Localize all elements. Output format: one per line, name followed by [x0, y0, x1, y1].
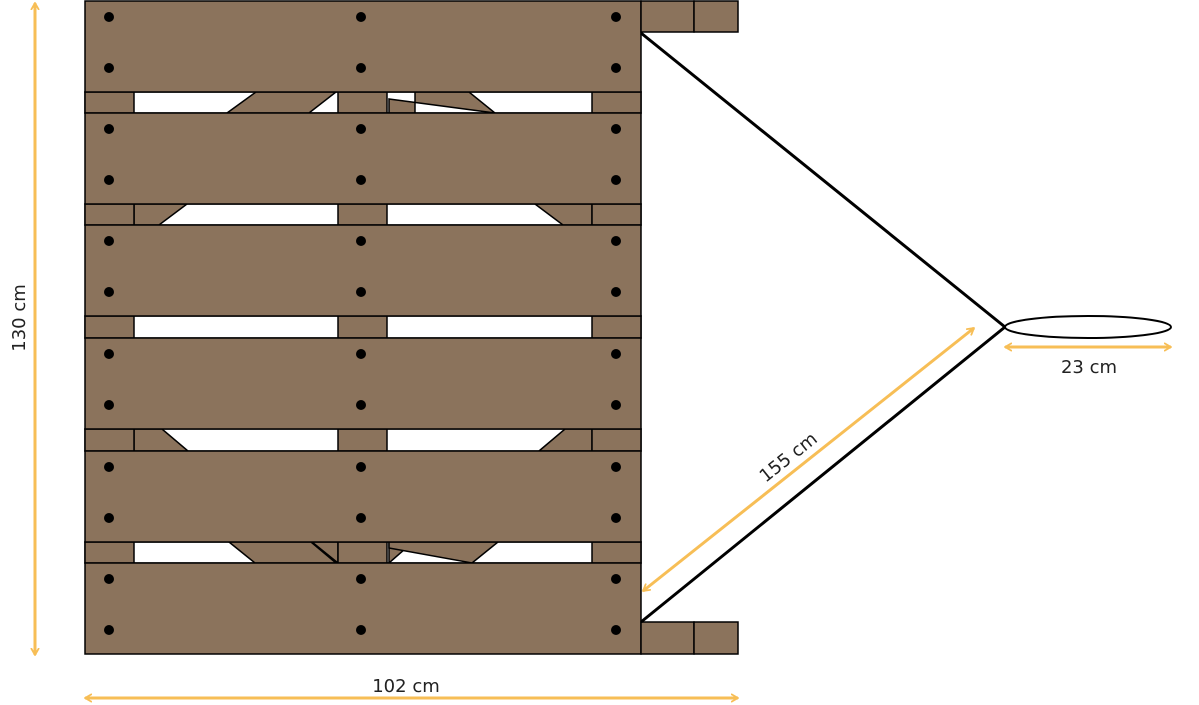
stringer-block	[337, 315, 388, 339]
nail	[356, 513, 366, 523]
dimension-width: 102 cm	[84, 676, 739, 703]
pallet	[84, 0, 642, 655]
nail	[104, 574, 114, 584]
rope-lower-segment	[640, 325, 1006, 624]
nail	[611, 175, 621, 185]
nail	[611, 124, 621, 134]
nail	[356, 124, 366, 134]
stringer-block	[337, 541, 388, 564]
nail	[104, 124, 114, 134]
stringer-block	[337, 203, 388, 226]
dimension-loop: 23 cm	[1004, 342, 1172, 378]
stringer-block	[591, 91, 642, 114]
nail	[611, 287, 621, 297]
nail	[611, 63, 621, 73]
nail	[611, 625, 621, 635]
nail	[611, 349, 621, 359]
nail	[104, 462, 114, 472]
nail	[356, 625, 366, 635]
height-dimension-label: 130 cm	[9, 284, 30, 352]
stringer-end-block	[693, 621, 739, 655]
nail	[356, 63, 366, 73]
nail	[104, 513, 114, 523]
rope-loop	[1004, 315, 1172, 339]
nail	[611, 574, 621, 584]
stringer-block	[84, 91, 135, 114]
nail	[104, 63, 114, 73]
nail	[611, 236, 621, 246]
nail	[104, 287, 114, 297]
nails	[104, 12, 621, 635]
nail	[356, 349, 366, 359]
stringer-block	[591, 428, 642, 452]
stringer-block	[337, 428, 388, 452]
nail	[611, 462, 621, 472]
nail	[356, 287, 366, 297]
nail	[104, 400, 114, 410]
stringer-block	[591, 203, 642, 226]
loop-dimension-label: 23 cm	[1061, 357, 1117, 378]
stringer-end-block	[640, 621, 695, 655]
nail	[356, 175, 366, 185]
stringer-ends	[640, 0, 739, 655]
nail	[356, 236, 366, 246]
stringer-block	[84, 315, 135, 339]
stringer-block	[337, 91, 388, 114]
nail	[356, 574, 366, 584]
stringer-block	[591, 315, 642, 339]
nail	[104, 236, 114, 246]
stringer-block	[84, 203, 135, 226]
rope-dimension-line	[642, 326, 975, 593]
nail	[356, 462, 366, 472]
stringer-block	[84, 428, 135, 452]
stringer-block	[591, 541, 642, 564]
nail	[104, 349, 114, 359]
stringer-end-block	[693, 0, 739, 33]
dimension-height: 130 cm	[9, 2, 40, 656]
nail	[356, 12, 366, 22]
stringer-block	[84, 541, 135, 564]
width-dimension-label: 102 cm	[372, 676, 440, 697]
rope	[640, 31, 1172, 624]
stringer-end-block	[640, 0, 695, 33]
nail	[611, 12, 621, 22]
nail	[356, 400, 366, 410]
nail	[104, 625, 114, 635]
dimension-rope: 155 cm	[642, 326, 975, 593]
nail	[104, 12, 114, 22]
nail	[611, 400, 621, 410]
nail	[611, 513, 621, 523]
rope-upper-segment	[640, 31, 1006, 329]
nail	[104, 175, 114, 185]
